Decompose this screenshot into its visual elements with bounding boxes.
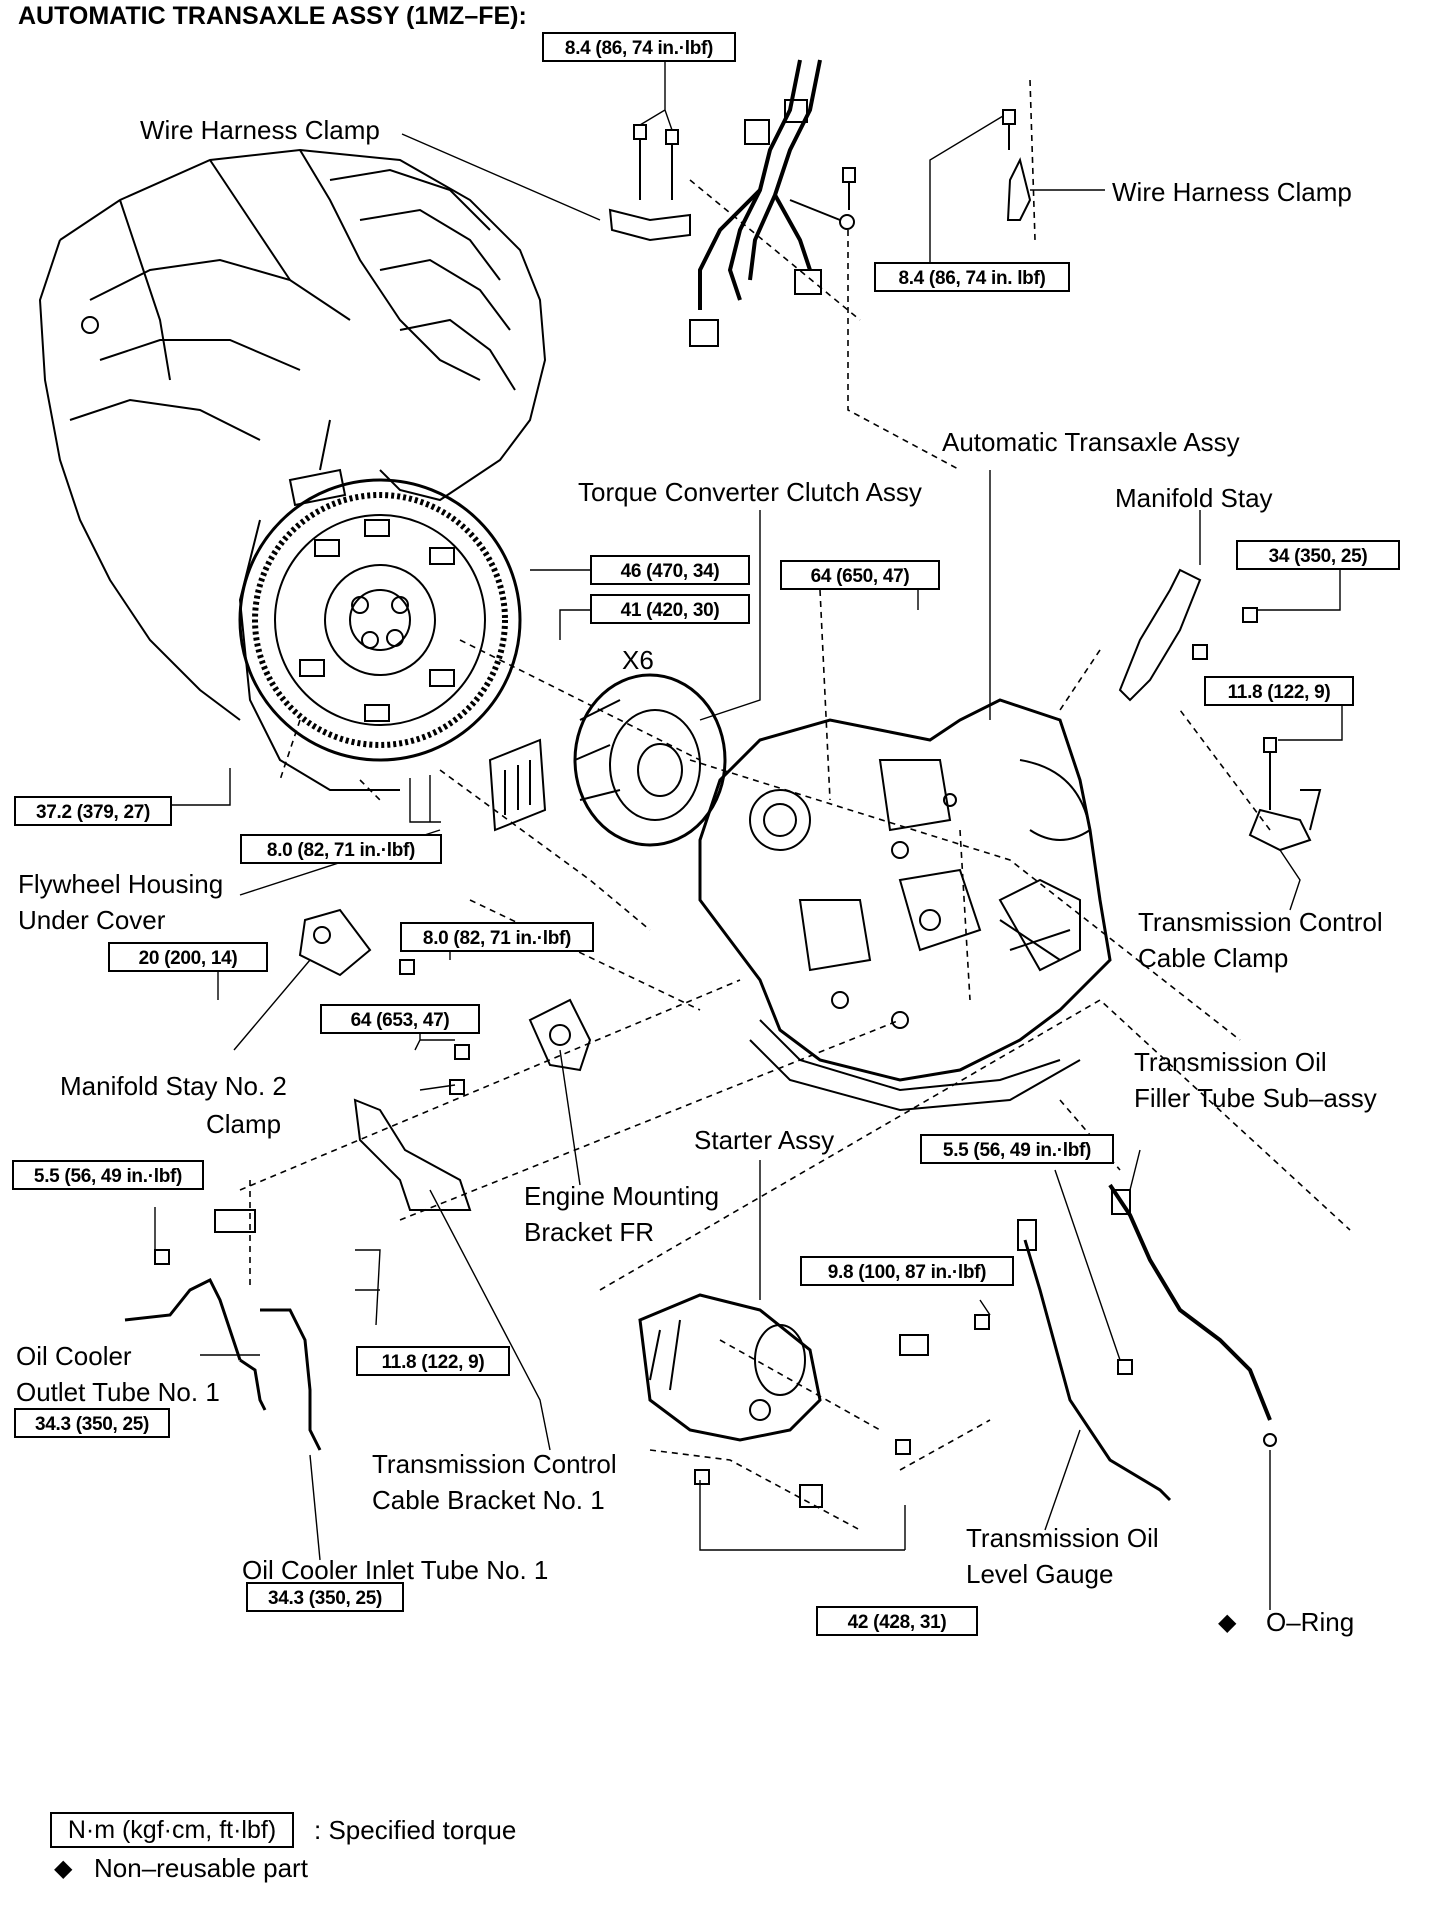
label-manifold-stay2-line2: Clamp <box>206 1109 282 1139</box>
torque-box: 5.5 (56, 49 in.·lbf) <box>12 1160 204 1190</box>
torque-box: 42 (428, 31) <box>816 1606 978 1636</box>
torque-box: 34 (350, 25) <box>1236 540 1400 570</box>
torque-box: 8.0 (82, 71 in.·lbf) <box>240 834 442 864</box>
label-x6: X6 <box>622 645 654 675</box>
transaxle-housing-drawing <box>698 698 1112 1112</box>
dashed-leaders <box>239 79 1351 1531</box>
legend-torque-unit: N·m (kgf·cm, ft·lbf) <box>50 1812 294 1848</box>
wire-harness-clamp-left-drawing <box>608 124 691 242</box>
label-oil-cooler-out-line1: Oil Cooler <box>16 1341 132 1371</box>
flywheel-cover-drawing <box>488 738 547 832</box>
label-engine-mount-line2: Bracket FR <box>524 1217 655 1247</box>
torque-box: 34.3 (350, 25) <box>14 1408 170 1438</box>
manifold-stay-drawing <box>1118 568 1258 702</box>
label-engine-mount-line1: Engine Mounting <box>524 1181 720 1211</box>
label-oil-level-line1: Transmission Oil <box>966 1523 1159 1553</box>
label-oil-cooler-out-line2: Outlet Tube No. 1 <box>16 1377 220 1407</box>
legend-nonreusable: Non–reusable part <box>94 1853 308 1883</box>
oil-gauge-drawing <box>1017 1183 1277 1502</box>
manifold-stay-no2-drawing <box>298 908 415 977</box>
label-flywheel-line2: Under Cover <box>18 905 166 935</box>
torque-box: 8.4 (86, 74 in. lbf) <box>874 262 1070 292</box>
label-oil-filler-line1: Transmission Oil <box>1134 1047 1327 1077</box>
torque-converter-drawing <box>573 673 727 847</box>
label-flywheel-line1: Flywheel Housing <box>18 869 224 899</box>
label-oil-filler-line2: Filler Tube Sub–assy <box>1134 1083 1377 1113</box>
torque-box: 11.8 (122, 9) <box>1204 676 1354 706</box>
label-oil-cooler-in: Oil Cooler Inlet Tube No. 1 <box>242 1555 549 1585</box>
flywheel-drawing <box>238 478 522 791</box>
label-tcc-clamp-line2: Cable Clamp <box>1138 943 1289 973</box>
cable-clamp-drawing <box>1248 737 1322 852</box>
label-wire-harness-clamp-left: Wire Harness Clamp <box>140 115 380 145</box>
label-oil-level-line2: Level Gauge <box>966 1559 1114 1589</box>
cable-bracket-drawing <box>353 1098 472 1211</box>
torque-box: 37.2 (379, 27) <box>14 796 172 826</box>
label-manifold-stay2-line1: Manifold Stay No. 2 <box>60 1071 287 1101</box>
torque-box: 46 (470, 34) <box>590 555 750 585</box>
diagram-title: AUTOMATIC TRANSAXLE ASSY (1MZ–FE): <box>18 2 527 30</box>
label-starter: Starter Assy <box>694 1125 835 1155</box>
label-tcc-bracket-line2: Cable Bracket No. 1 <box>372 1485 605 1515</box>
starter-drawing <box>638 1293 990 1508</box>
torque-box: 11.8 (122, 9) <box>356 1346 510 1376</box>
oil-cooler-tubes-drawing <box>124 1209 322 1451</box>
label-tcc-bracket-line1: Transmission Control <box>372 1449 617 1479</box>
torque-box: 8.4 (86, 74 in.·lbf) <box>542 32 736 62</box>
torque-box: 9.8 (100, 87 in.·lbf) <box>800 1256 1014 1286</box>
legend-diamond-icon: ◆ <box>54 1855 73 1882</box>
o-ring-diamond-icon: ◆ <box>1218 1609 1237 1636</box>
torque-box: 64 (650, 47) <box>780 560 940 590</box>
label-wire-harness-clamp-right: Wire Harness Clamp <box>1112 177 1352 207</box>
label-torque-converter: Torque Converter Clutch Assy <box>578 477 922 507</box>
torque-box: 20 (200, 14) <box>108 942 268 972</box>
label-tcc-clamp-line1: Transmission Control <box>1138 907 1383 937</box>
wire-harness-clamp-right-drawing <box>842 109 1032 221</box>
torque-box: 5.5 (56, 49 in.·lbf) <box>920 1134 1114 1164</box>
torque-box: 34.3 (350, 25) <box>246 1582 404 1612</box>
engine-block-drawing <box>38 148 547 721</box>
legend-torque-desc: : Specified torque <box>314 1815 517 1845</box>
label-automatic-transaxle-assy: Automatic Transaxle Assy <box>942 427 1240 457</box>
label-manifold-stay: Manifold Stay <box>1115 483 1273 513</box>
torque-box: 64 (653, 47) <box>320 1004 480 1034</box>
label-o-ring: O–Ring <box>1266 1607 1355 1637</box>
torque-box: 8.0 (82, 71 in.·lbf) <box>400 922 594 952</box>
torque-box: 41 (420, 30) <box>590 594 750 624</box>
wire-harness-drawing <box>689 59 855 347</box>
